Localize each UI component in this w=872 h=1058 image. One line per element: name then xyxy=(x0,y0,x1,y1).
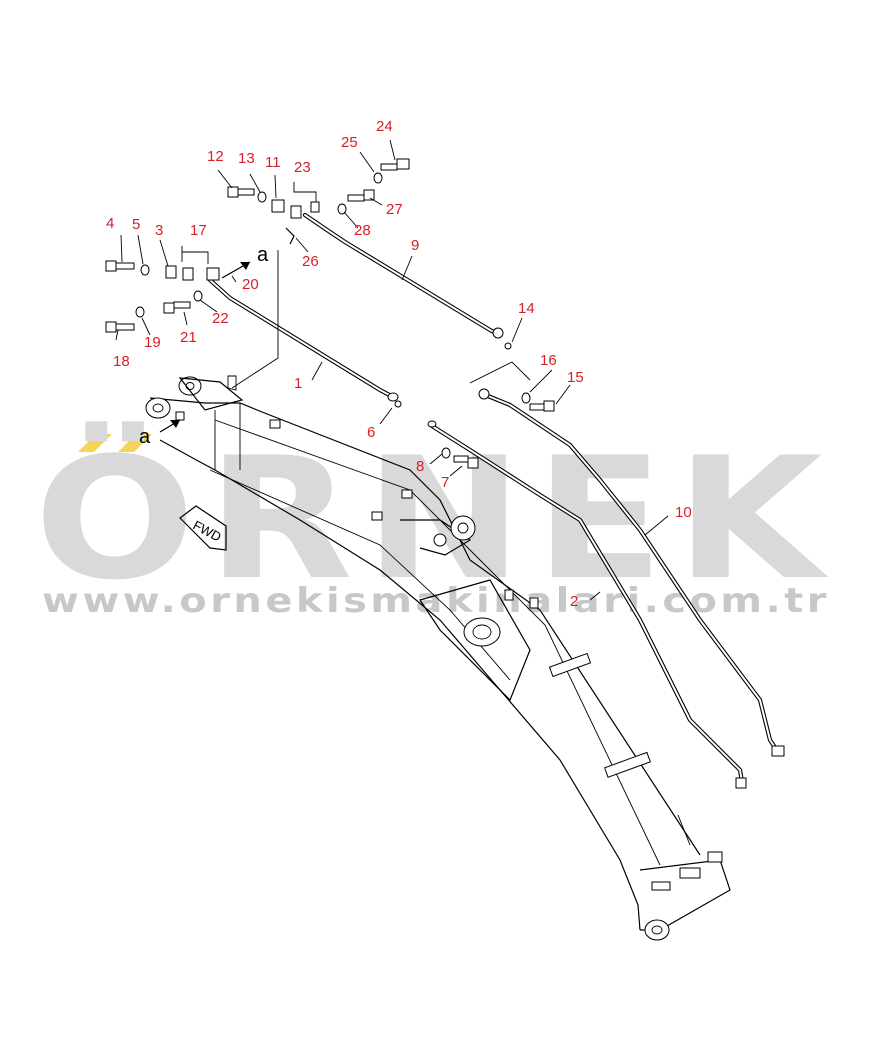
callout-16: 16 xyxy=(540,352,557,369)
bolt-18 xyxy=(105,321,135,333)
watermark-brand: ÖRNEK xyxy=(34,421,834,617)
boom-cylinder-pin xyxy=(450,515,476,541)
callout-18: 18 xyxy=(113,353,130,370)
pipe-1 xyxy=(207,277,398,401)
callout-20: 20 xyxy=(242,276,259,293)
watermark-accent-right xyxy=(118,434,152,452)
bolt-12 xyxy=(227,186,255,198)
boom-center-boss xyxy=(463,617,501,647)
bolt-27 xyxy=(347,189,375,202)
callout-17: 17 xyxy=(190,222,207,239)
callout-9: 9 xyxy=(411,237,419,254)
callout-5: 5 xyxy=(132,216,140,233)
callout-24: 24 xyxy=(376,118,393,135)
callouts: 1 2 3 4 5 6 7 8 9 10 11 12 13 14 15 16 1… xyxy=(106,118,692,610)
callout-6: 6 xyxy=(367,424,375,441)
washer-16 xyxy=(521,392,531,404)
callout-15: 15 xyxy=(567,369,584,386)
washer-22 xyxy=(193,290,203,302)
callout-19: 19 xyxy=(144,334,161,351)
callout-8: 8 xyxy=(416,458,424,475)
clamp-3 xyxy=(165,265,177,279)
bolt-4 xyxy=(105,260,135,272)
clamp-17 xyxy=(182,267,220,281)
callout-14: 14 xyxy=(518,300,535,317)
callout-4: 4 xyxy=(106,215,114,232)
clamp-23 xyxy=(290,201,320,219)
callout-13: 13 xyxy=(238,150,255,167)
boom-foot-pin xyxy=(145,397,171,419)
callout-22: 22 xyxy=(212,310,229,327)
callout-11: 11 xyxy=(265,154,281,171)
callout-21: 21 xyxy=(180,329,197,346)
callout-2: 2 xyxy=(570,593,578,610)
reference-label-a-upper: a xyxy=(257,244,269,266)
bolt-15 xyxy=(529,400,555,412)
callout-10: 10 xyxy=(675,504,692,521)
watermark-accent-left xyxy=(78,434,112,452)
bolt-21 xyxy=(163,301,191,314)
bolt-7 xyxy=(453,455,479,469)
boom-nose-pin xyxy=(644,919,670,941)
callout-7: 7 xyxy=(441,474,449,491)
clamp-11 xyxy=(271,199,285,213)
washer-13 xyxy=(257,191,267,203)
washer-28 xyxy=(337,203,347,215)
callout-1: 1 xyxy=(294,375,302,392)
callout-23: 23 xyxy=(294,159,311,176)
oring-6 xyxy=(394,400,402,408)
callout-28: 28 xyxy=(354,222,371,239)
watermark-url: www.ornekismakinalari.com.tr xyxy=(42,581,830,621)
callout-25: 25 xyxy=(341,134,358,151)
boom-foot-pin-upper xyxy=(178,376,202,396)
leader-lines xyxy=(115,139,669,601)
callout-3: 3 xyxy=(155,222,163,239)
pipes xyxy=(207,212,785,789)
reference-labels: a a xyxy=(139,244,269,448)
oring-14 xyxy=(504,342,512,350)
bolt-24 xyxy=(380,158,410,171)
washer-8 xyxy=(441,447,451,459)
reference-label-a-lower: a xyxy=(139,426,151,448)
bracket-26 xyxy=(285,227,295,245)
washer-5 xyxy=(140,264,150,276)
washer-25 xyxy=(373,172,383,184)
washer-19 xyxy=(135,306,145,318)
callout-27: 27 xyxy=(386,201,403,218)
watermark: ÖRNEK www.ornekismakinalari.com.tr xyxy=(34,421,834,621)
callout-26: 26 xyxy=(302,253,319,270)
hardware xyxy=(105,158,555,469)
pipe-9 xyxy=(302,212,503,338)
callout-12: 12 xyxy=(207,148,224,165)
boom-assembly: FWD xyxy=(145,375,731,941)
